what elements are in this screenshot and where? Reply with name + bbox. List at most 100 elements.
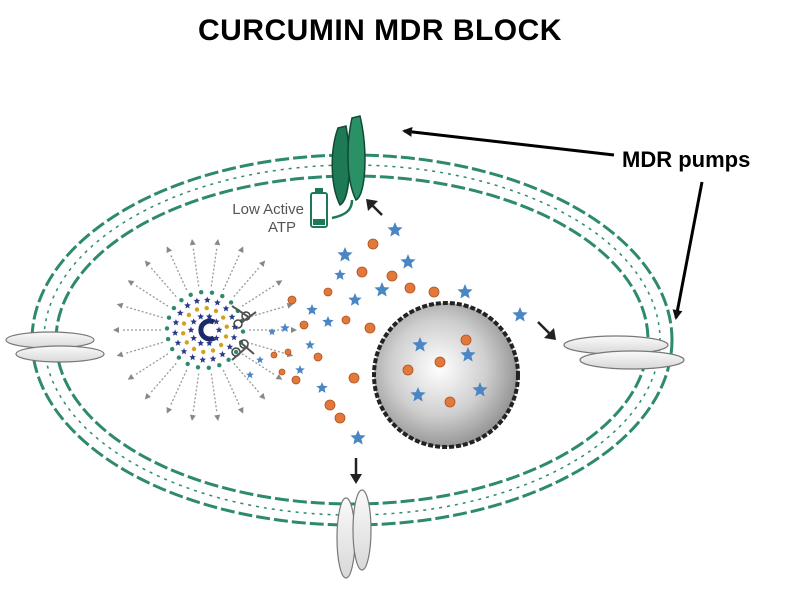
star-icon <box>350 430 366 445</box>
nanoparticle-dot <box>184 340 189 345</box>
nanoparticle-dot <box>240 329 246 334</box>
star-icon <box>197 339 204 347</box>
nanoparticle-dot <box>226 357 231 362</box>
battery-icon <box>310 188 328 228</box>
star-icon <box>180 347 188 355</box>
curcumin-dot <box>324 399 336 411</box>
release-ray <box>150 362 177 393</box>
star-icon <box>204 296 211 303</box>
arrow-icon <box>214 414 221 422</box>
nanoparticle-dot <box>199 290 204 295</box>
nanoparticle-dot <box>218 342 224 348</box>
nanoparticle-dot <box>204 305 209 311</box>
curcumin-dot <box>428 286 440 298</box>
star-icon <box>230 333 238 341</box>
nanoparticle-dot <box>228 300 234 305</box>
arrow-icon <box>113 327 119 333</box>
curcumin-dot <box>402 364 414 376</box>
arrow-icon <box>116 351 124 358</box>
nanoparticle-dot <box>233 349 239 355</box>
curcumin-dot <box>434 356 446 368</box>
release-ray <box>210 373 218 412</box>
drug-molecules <box>246 222 528 445</box>
nanoparticle-dot <box>194 307 200 312</box>
arrow-icon <box>237 406 244 414</box>
star-icon <box>337 247 353 262</box>
mdr-pump-active <box>331 115 366 220</box>
star-icon <box>295 365 305 374</box>
star-icon <box>305 340 315 349</box>
release-ray <box>192 373 200 412</box>
nanoparticle-dot <box>166 315 172 320</box>
star-icon <box>400 254 416 269</box>
arrow-icon <box>259 393 266 400</box>
atp-label: ATP <box>268 219 296 236</box>
nanoparticle-dot <box>181 321 187 326</box>
star-icon <box>226 343 234 350</box>
arrow-icon <box>144 260 151 267</box>
nanoparticle-dot <box>191 346 197 352</box>
nanoparticle-dot <box>185 361 190 367</box>
star-icon <box>172 319 180 326</box>
star-icon <box>348 293 362 306</box>
curcumin-dot <box>323 287 333 297</box>
arrow-icon <box>116 302 124 309</box>
arrow-icon <box>275 280 283 287</box>
nanoparticle-dot <box>170 346 175 352</box>
curcumin-dot <box>270 351 278 359</box>
nanoparticle-dot <box>179 298 184 303</box>
star-icon <box>187 326 195 333</box>
curcumin-dot <box>460 334 472 346</box>
star-icon <box>206 313 213 320</box>
nanoparticle-dot <box>220 293 225 299</box>
arrow-icon <box>189 414 196 422</box>
release-ray <box>233 362 260 393</box>
nanoparticle-dot <box>195 365 201 370</box>
arrow-icon <box>127 280 135 287</box>
release-ray <box>126 341 163 354</box>
mdr-pumps-arrow-right <box>672 181 704 320</box>
release-ray <box>135 285 169 307</box>
curcumin-dot <box>364 322 376 334</box>
nanoparticle-dot <box>201 349 206 355</box>
star-icon <box>219 350 226 358</box>
arrow-icon <box>166 406 173 414</box>
curcumin-dot <box>444 396 456 408</box>
release-ray <box>170 255 188 291</box>
curcumin-dot <box>313 352 323 362</box>
star-icon <box>334 269 346 280</box>
star-icon <box>215 326 223 333</box>
curcumin-dot <box>334 412 346 424</box>
release-ray <box>126 306 163 319</box>
mdr-pump-inactive-bottom <box>336 489 372 579</box>
arrow-icon <box>350 458 362 484</box>
star-icon <box>460 347 476 362</box>
star-icon <box>472 382 488 397</box>
star-icon <box>209 355 217 362</box>
star-icon <box>410 387 426 402</box>
nanoparticle-dot <box>165 336 171 342</box>
star-icon <box>246 371 254 379</box>
star-icon <box>222 305 230 312</box>
star-icon <box>189 353 196 361</box>
nanoparticle-dot <box>206 365 211 370</box>
nanoparticle-dot <box>223 334 229 339</box>
release-ray <box>241 285 275 307</box>
nanoparticle-dot <box>186 312 192 318</box>
low-active-label: Low Active <box>232 201 304 218</box>
curcumin-dot <box>341 315 351 325</box>
curcumin-dot <box>287 295 297 305</box>
nanoparticle-dot <box>181 331 186 336</box>
release-ray <box>210 248 218 287</box>
release-ray <box>241 353 275 375</box>
curcumin-dot <box>291 375 301 385</box>
curcumin-dot <box>386 270 398 282</box>
nucleus <box>372 301 520 449</box>
scissors-icon <box>231 305 257 329</box>
mdr-pump-inactive-right <box>563 335 685 370</box>
star-icon <box>174 339 182 346</box>
star-icon <box>512 307 528 322</box>
release-ray <box>150 267 177 298</box>
release-ray <box>135 353 169 375</box>
